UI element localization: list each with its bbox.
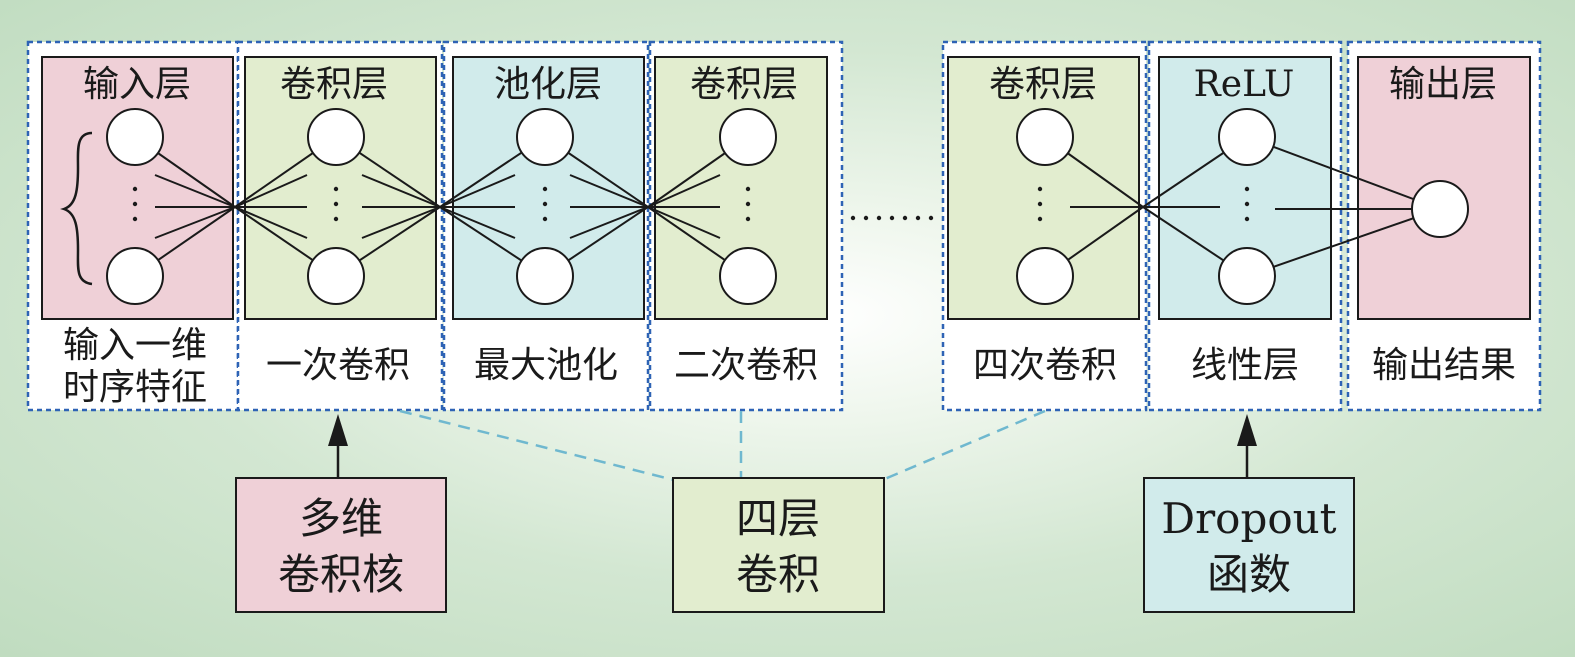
arrows	[328, 414, 1257, 478]
caption-input-line1: 输入一维	[63, 325, 207, 366]
node	[516, 108, 574, 166]
dot	[1244, 186, 1250, 192]
kernel-line1: 多维	[299, 494, 383, 543]
dot	[1037, 216, 1043, 222]
bottom-box-four-conv	[672, 477, 885, 613]
dot	[915, 215, 921, 221]
layer-title-pool: 池化层	[494, 64, 602, 105]
node	[1218, 247, 1276, 305]
caption-input-line2: 时序特征	[63, 367, 207, 408]
node	[106, 247, 164, 305]
edge	[1246, 136, 1441, 210]
edge	[439, 174, 516, 208]
edge	[569, 206, 649, 239]
layer-title-conv1: 卷积层	[280, 64, 388, 105]
group-connectors	[399, 409, 1046, 483]
layer-titles: 输入层 卷积层 池化层 卷积层 卷积层 ReLU 输出层	[83, 64, 1497, 105]
input-brace-icon	[60, 131, 93, 286]
dot	[132, 216, 138, 222]
caption-pool: 最大池化	[474, 345, 618, 386]
node	[1016, 108, 1074, 166]
node	[106, 108, 164, 166]
caption-relu: 线性层	[1191, 345, 1299, 386]
node	[719, 247, 777, 305]
node	[1016, 247, 1074, 305]
edge	[647, 206, 721, 239]
node	[1218, 108, 1276, 166]
network-edges	[134, 136, 1441, 277]
edge	[439, 206, 516, 239]
dot	[745, 201, 751, 207]
bottom-box-kernel	[235, 477, 447, 613]
edge	[1246, 208, 1441, 277]
four-conv-line2: 卷积	[736, 550, 820, 599]
edge	[361, 206, 441, 239]
node	[1411, 180, 1469, 238]
layer-title-relu: ReLU	[1194, 64, 1295, 105]
layer-title-input: 输入层	[83, 64, 191, 105]
layer-title-conv2: 卷积层	[690, 64, 798, 105]
dot	[1244, 216, 1250, 222]
caption-conv4: 四次卷积	[973, 345, 1117, 386]
caption-conv2: 二次卷积	[674, 345, 818, 386]
dot	[333, 216, 339, 222]
dropout-line1: Dropout	[1161, 494, 1336, 543]
dot	[333, 201, 339, 207]
dot	[1244, 201, 1250, 207]
dot	[1037, 186, 1043, 192]
kernel-line2: 卷积核	[278, 550, 404, 599]
dot	[928, 215, 934, 221]
horizontal-ellipsis	[850, 215, 934, 221]
dot	[132, 186, 138, 192]
arrow-up-icon	[328, 414, 348, 446]
dropout-line2: 函数	[1207, 550, 1291, 599]
layer-title-output: 输出层	[1389, 64, 1497, 105]
edge	[154, 206, 236, 239]
bottom-box-dropout	[1143, 477, 1355, 613]
bottom-box-texts: 多维 卷积核 四层 卷积 Dropout 函数	[278, 494, 1337, 599]
caption-conv1: 一次卷积	[266, 345, 410, 386]
caption-output: 输出结果	[1372, 345, 1516, 386]
bottom-boxes	[235, 477, 1355, 613]
dot	[850, 215, 856, 221]
edge	[154, 174, 236, 208]
ellipsis-dots	[132, 186, 1250, 222]
dot	[745, 216, 751, 222]
edge	[234, 174, 308, 208]
dot	[542, 186, 548, 192]
dot	[889, 215, 895, 221]
dot	[333, 186, 339, 192]
node	[719, 108, 777, 166]
dot	[863, 215, 869, 221]
dot	[1037, 201, 1043, 207]
dot	[132, 201, 138, 207]
edge	[361, 174, 441, 208]
network-nodes	[106, 108, 1469, 305]
layer-title-conv4: 卷积层	[989, 64, 1097, 105]
dot	[745, 186, 751, 192]
connector-line	[399, 409, 679, 483]
connector-line	[879, 409, 1046, 483]
node	[516, 247, 574, 305]
dot	[542, 216, 548, 222]
node	[307, 247, 365, 305]
node	[307, 108, 365, 166]
layer-captions: 输入一维 时序特征 一次卷积 最大池化 二次卷积 四次卷积 线性层 输出结果	[63, 325, 1516, 408]
four-conv-line1: 四层	[736, 494, 820, 543]
dot	[542, 201, 548, 207]
edge	[234, 206, 308, 239]
dot	[876, 215, 882, 221]
dot	[902, 215, 908, 221]
edge	[647, 174, 721, 208]
arrow-up-icon	[1237, 414, 1257, 446]
edge	[569, 174, 649, 208]
